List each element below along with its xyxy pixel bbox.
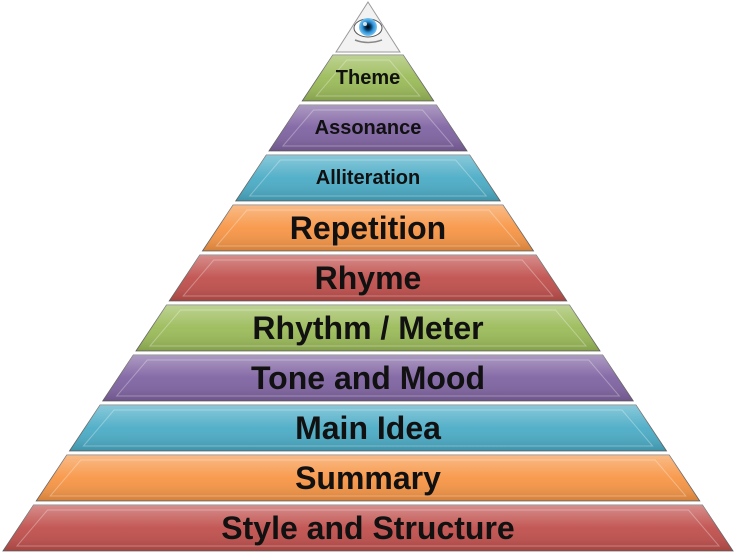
pyramid-level: Alliteration <box>234 154 502 202</box>
level-label: Assonance <box>315 117 422 139</box>
level-label: Alliteration <box>316 167 420 189</box>
level-label: Style and Structure <box>221 510 514 546</box>
level-label: Theme <box>336 67 400 89</box>
level-label: Repetition <box>290 210 446 246</box>
level-shine <box>169 255 567 301</box>
level-shine <box>235 155 501 201</box>
level-shine <box>135 305 601 351</box>
level-shine <box>302 55 434 101</box>
pyramid-level: Main Idea <box>68 404 668 452</box>
level-bevel <box>49 459 687 497</box>
level-bevel <box>182 259 554 297</box>
level-bevel <box>148 309 588 347</box>
level-label: Rhyme <box>315 260 422 296</box>
pyramid-level: Tone and Mood <box>101 354 635 402</box>
eye-icon <box>353 18 383 44</box>
level-label: Rhythm / Meter <box>252 310 483 346</box>
level-bevel <box>82 409 654 447</box>
apex-eye <box>335 1 401 53</box>
level-bevel <box>315 59 421 97</box>
level-shine <box>102 355 634 401</box>
level-label: Tone and Mood <box>251 360 485 396</box>
level-bevel <box>15 509 721 547</box>
level-shine <box>202 205 534 251</box>
level-shine <box>268 105 468 151</box>
level-shine <box>69 405 667 451</box>
pyramid-level: Theme <box>301 54 435 102</box>
pyramid-level: Style and Structure <box>2 504 734 552</box>
pyramid-level: Rhyme <box>168 254 568 302</box>
level-shine <box>2 505 734 551</box>
pyramid-level: Repetition <box>201 204 535 252</box>
level-label: Main Idea <box>295 410 441 446</box>
level-bevel <box>215 209 521 247</box>
pyramid-level: Rhythm / Meter <box>135 304 601 352</box>
level-label: Summary <box>295 460 441 496</box>
level-bevel <box>248 159 488 197</box>
level-shine <box>36 455 700 501</box>
pyramid-level: Summary <box>35 454 701 502</box>
level-bevel <box>281 109 455 147</box>
pyramid-level: Assonance <box>268 104 468 152</box>
level-bevel <box>115 359 621 397</box>
